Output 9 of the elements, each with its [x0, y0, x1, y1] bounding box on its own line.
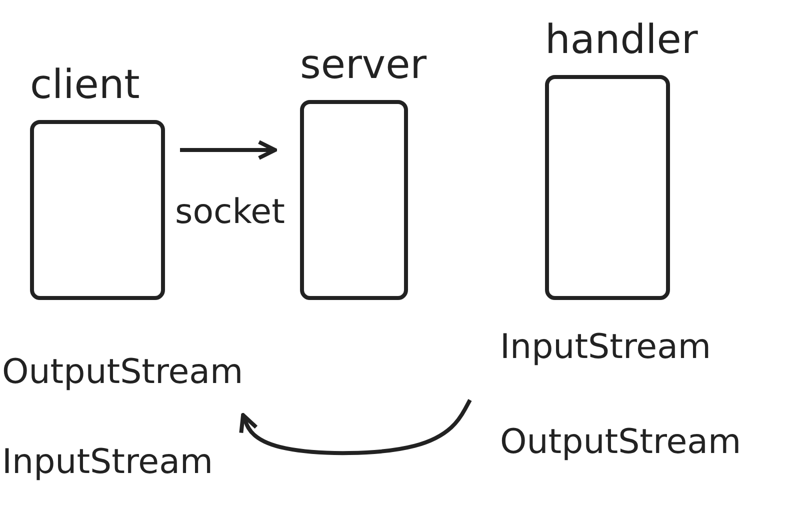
arrow — [180, 140, 277, 160]
box-title: client — [30, 65, 140, 105]
arrow — [239, 399, 472, 456]
box-title: handler — [545, 20, 698, 60]
stream-label: InputStream — [2, 445, 214, 479]
stream-label: OutputStream — [500, 425, 742, 459]
stream-label: InputStream — [500, 330, 712, 364]
box-title: server — [300, 45, 427, 85]
stream-label: OutputStream — [2, 355, 244, 389]
